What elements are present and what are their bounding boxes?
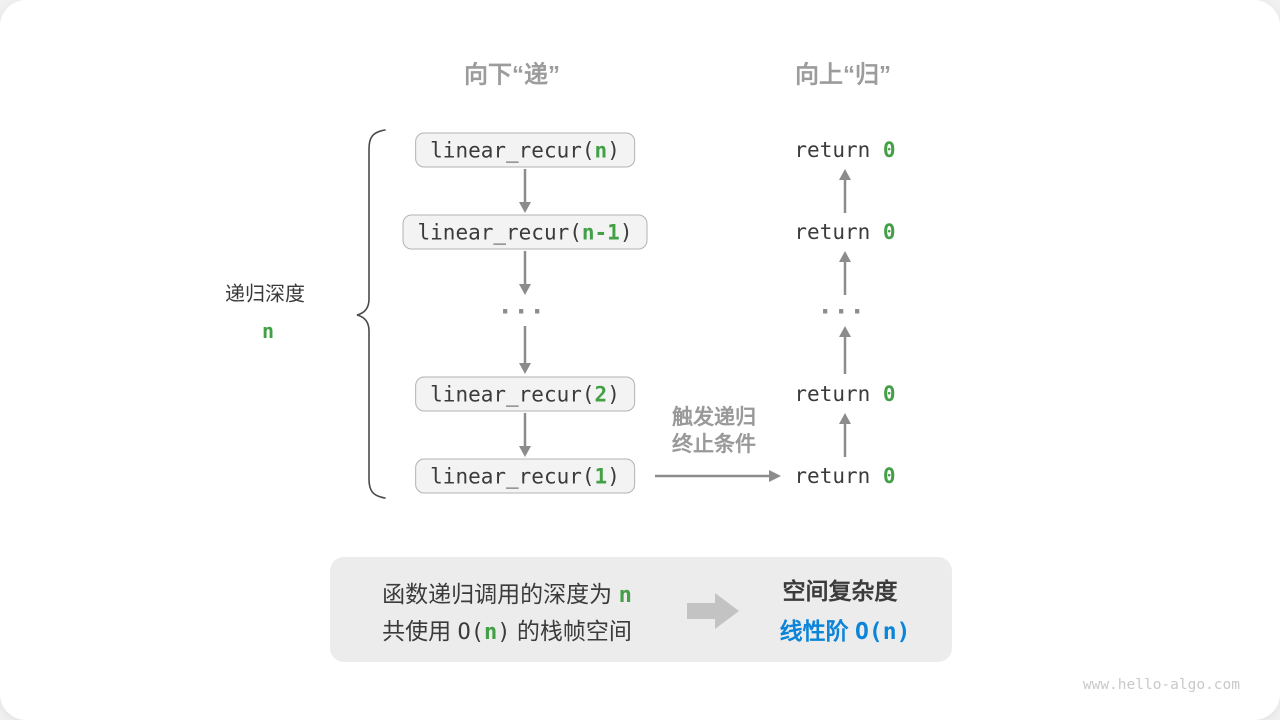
trigger-label-line2: 终止条件 (672, 433, 756, 456)
linear-order-big-o: O(n) (855, 619, 911, 645)
return-value: 0 (882, 138, 896, 162)
call-box-n: linear_recur(n) (415, 132, 635, 168)
call-text: ) (607, 382, 620, 406)
recursion-depth-value: n (261, 319, 275, 343)
up-arrow-icon (839, 251, 851, 295)
call-text: linear_recur( (430, 382, 595, 406)
call-arg: n-1 (581, 220, 620, 244)
call-text: linear_recur( (430, 138, 595, 162)
down-arrow-icon (519, 251, 531, 295)
call-box-2: linear_recur(2) (415, 376, 635, 412)
up-arrow-icon (839, 326, 851, 374)
return-value: 0 (882, 464, 896, 488)
call-box-1: linear_recur(1) (415, 458, 635, 494)
recursion-depth-label: 递归深度 (225, 283, 305, 306)
implies-arrow-icon (687, 593, 739, 629)
call-text: ) (607, 138, 620, 162)
recursion-depth-brace-icon (356, 129, 386, 499)
return-statement: return 0 (794, 220, 895, 244)
call-arg: n (594, 138, 608, 162)
linear-order-label: 线性阶 (779, 618, 855, 644)
return-statement: return 0 (794, 138, 895, 162)
left-ellipsis: ··· (501, 295, 549, 328)
summary-space-text: 共使用 (382, 618, 458, 644)
call-text: ) (619, 220, 633, 244)
return-text: return (794, 220, 883, 244)
down-arrow-icon (519, 169, 531, 213)
return-value: 0 (882, 382, 896, 406)
return-text: return (794, 464, 883, 488)
call-arg: 2 (594, 382, 608, 406)
return-text: return (794, 382, 883, 406)
return-text: return (794, 138, 883, 162)
summary-depth-line: 函数递归调用的深度为 n (382, 575, 632, 609)
return-statement: return 0 (794, 464, 895, 488)
trigger-label: 触发递归 终止条件 (672, 404, 756, 458)
header-down-recurse: 向下“递” (464, 61, 560, 89)
call-arg: 1 (594, 464, 608, 488)
summary-depth-text: 函数递归调用的深度为 (382, 581, 619, 607)
trigger-label-line1: 触发递归 (672, 406, 756, 429)
up-arrow-icon (839, 413, 851, 457)
big-o-open: O( (457, 620, 485, 645)
call-text: linear_recur( (430, 464, 595, 488)
call-box-n-1: linear_recur(n-1) (402, 214, 648, 250)
summary-box (330, 557, 952, 662)
summary-depth-n: n (618, 583, 632, 608)
right-ellipsis: ··· (821, 295, 869, 328)
down-arrow-icon (519, 413, 531, 457)
up-arrow-icon (839, 169, 851, 213)
call-text: linear_recur( (417, 220, 582, 244)
summary-space-text2: 的栈帧空间 (510, 618, 632, 644)
down-arrow-icon (519, 326, 531, 374)
big-o-close: ) (497, 620, 511, 645)
header-up-return: 向上“归” (795, 61, 891, 89)
call-text: ) (607, 464, 620, 488)
return-statement: return 0 (794, 382, 895, 406)
watermark: www.hello-algo.com (1082, 677, 1240, 693)
summary-space-line: 共使用 O(n) 的栈帧空间 (382, 612, 632, 646)
space-complexity-title: 空间复杂度 (782, 578, 898, 604)
big-o-n: n (484, 620, 498, 645)
space-complexity-result: 线性阶 O(n) (780, 612, 911, 646)
return-value: 0 (882, 220, 896, 244)
base-case-arrow-icon (655, 470, 781, 482)
